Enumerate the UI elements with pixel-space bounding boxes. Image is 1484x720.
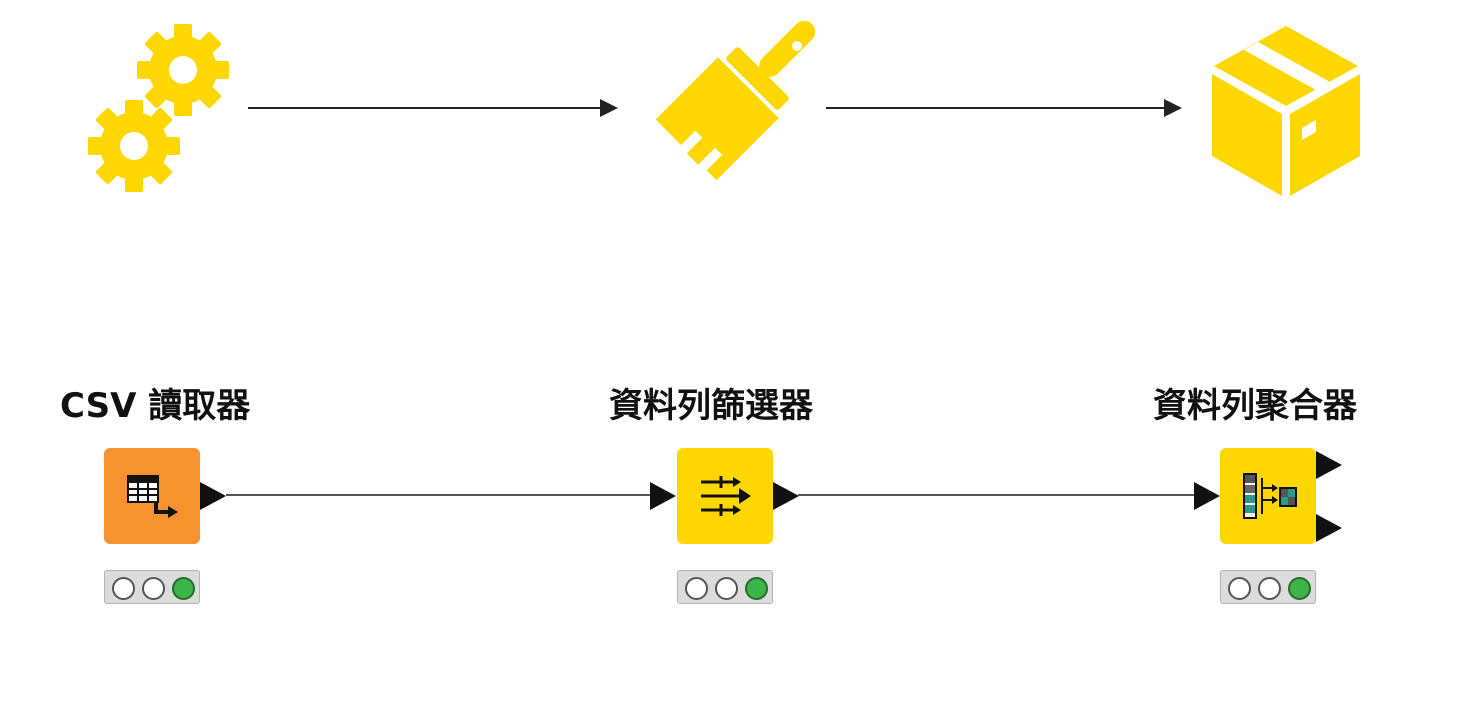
csv-reader-node[interactable] xyxy=(104,448,200,544)
filter-arrows-icon xyxy=(701,476,751,516)
status-light-green xyxy=(1288,577,1311,600)
input-port-row-aggregator[interactable] xyxy=(1194,482,1222,510)
aggregator-icon xyxy=(1243,473,1297,519)
status-light-green xyxy=(745,577,768,600)
gears-icon xyxy=(88,24,229,192)
concept-arrow-2 xyxy=(826,99,1182,117)
status-light-green xyxy=(172,577,195,600)
concept-arrow-1 xyxy=(248,99,618,117)
output-port-row-filter[interactable] xyxy=(773,482,801,510)
status-light-red xyxy=(685,577,708,600)
output-port-csv-reader[interactable] xyxy=(200,482,228,510)
input-port-row-filter[interactable] xyxy=(650,482,678,510)
status-light-yellow xyxy=(1258,577,1281,600)
status-light-red xyxy=(112,577,135,600)
status-lights-row-filter xyxy=(677,570,773,604)
row-aggregator-node[interactable] xyxy=(1220,448,1316,544)
output-port-row-aggregator-2[interactable] xyxy=(1316,514,1344,542)
status-light-yellow xyxy=(715,577,738,600)
row-filter-node[interactable] xyxy=(677,448,773,544)
node-label-row-aggregator: 資料列聚合器 xyxy=(1153,386,1357,426)
table-read-icon xyxy=(127,475,178,518)
node-label-row-filter: 資料列篩選器 xyxy=(609,386,813,426)
package-box-icon xyxy=(1212,26,1360,196)
status-light-red xyxy=(1228,577,1251,600)
status-light-yellow xyxy=(142,577,165,600)
status-lights-csv-reader xyxy=(104,570,200,604)
status-lights-row-aggregator xyxy=(1220,570,1316,604)
paintbrush-icon xyxy=(655,20,816,181)
node-label-csv-reader: CSV 讀取器 xyxy=(60,386,251,426)
output-port-row-aggregator-1[interactable] xyxy=(1316,451,1344,479)
